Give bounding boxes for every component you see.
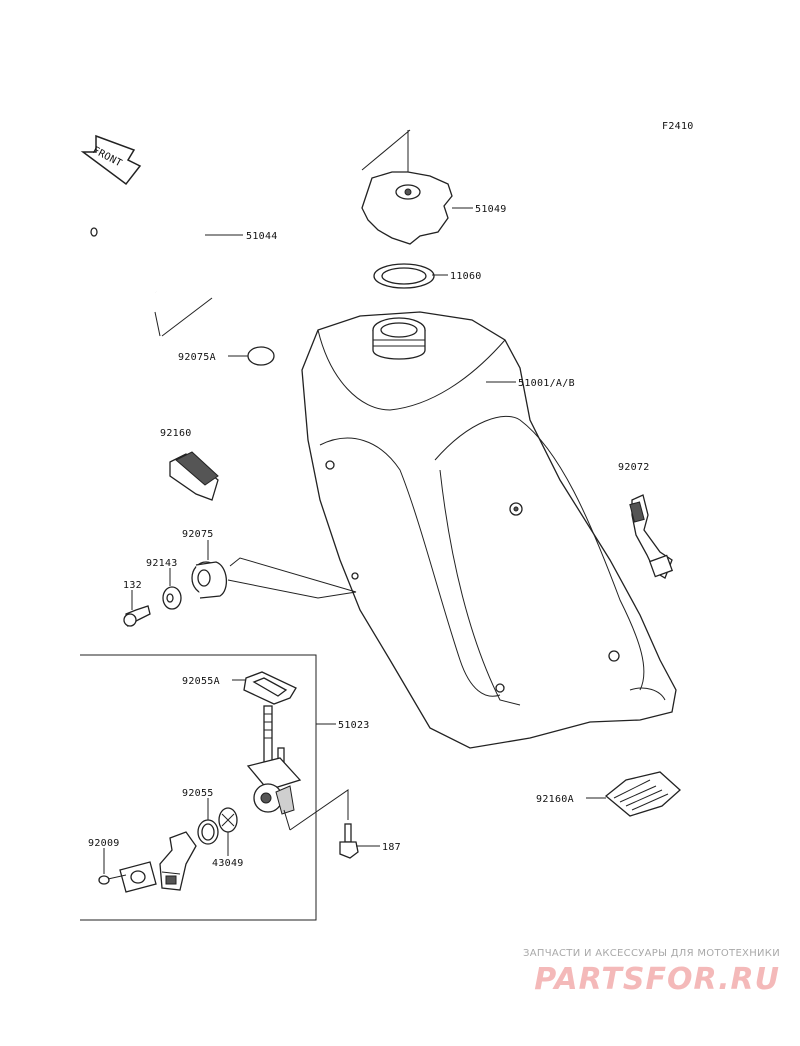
collar (162, 586, 182, 610)
fuel-tank (301, 311, 677, 749)
label-51044: 51044 (246, 231, 278, 242)
cock-lever (159, 831, 197, 891)
label-51001: 51001/A/B (518, 378, 575, 389)
label-92075: 92075 (182, 529, 214, 540)
cock-gasket (243, 671, 297, 705)
label-92055: 92055 (182, 788, 214, 799)
label-92055a: 92055A (182, 676, 220, 687)
label-92143: 92143 (146, 558, 178, 569)
rubber-plug (247, 346, 275, 366)
tank-strap (629, 494, 674, 579)
bolt (339, 823, 359, 859)
fuel-cock (246, 705, 349, 831)
label-92160a: 92160A (536, 794, 574, 805)
diagram-code: F2410 (662, 121, 694, 132)
o-ring (197, 819, 219, 845)
bolt-small (123, 605, 151, 628)
tank-pad-upper (169, 451, 219, 501)
cock-plate (119, 861, 157, 893)
label-92160: 92160 (160, 428, 192, 439)
front-arrow-icon: FRONT (80, 134, 142, 186)
label-92072: 92072 (618, 462, 650, 473)
label-43049: 43049 (212, 858, 244, 869)
damper (191, 557, 357, 599)
screw (98, 874, 127, 885)
label-92009: 92009 (88, 838, 120, 849)
watermark-caption: ЗАПЧАСТИ И АКСЕССУАРЫ ДЛЯ МОТОТЕХНИКИ (523, 948, 780, 959)
watermark-logo: PARTSFOR.RU (534, 962, 780, 997)
label-187: 187 (382, 842, 401, 853)
label-11060: 11060 (450, 271, 482, 282)
tank-pad-lower (604, 771, 681, 817)
cap-gasket (373, 263, 435, 289)
fuel-hose (90, 187, 231, 337)
fuel-cock-group-box (80, 654, 317, 921)
label-51049: 51049 (475, 204, 507, 215)
fuel-cap (361, 129, 453, 245)
filter (218, 807, 238, 833)
label-132: 132 (123, 580, 142, 591)
label-92075a: 92075A (178, 352, 216, 363)
label-51023: 51023 (338, 720, 370, 731)
